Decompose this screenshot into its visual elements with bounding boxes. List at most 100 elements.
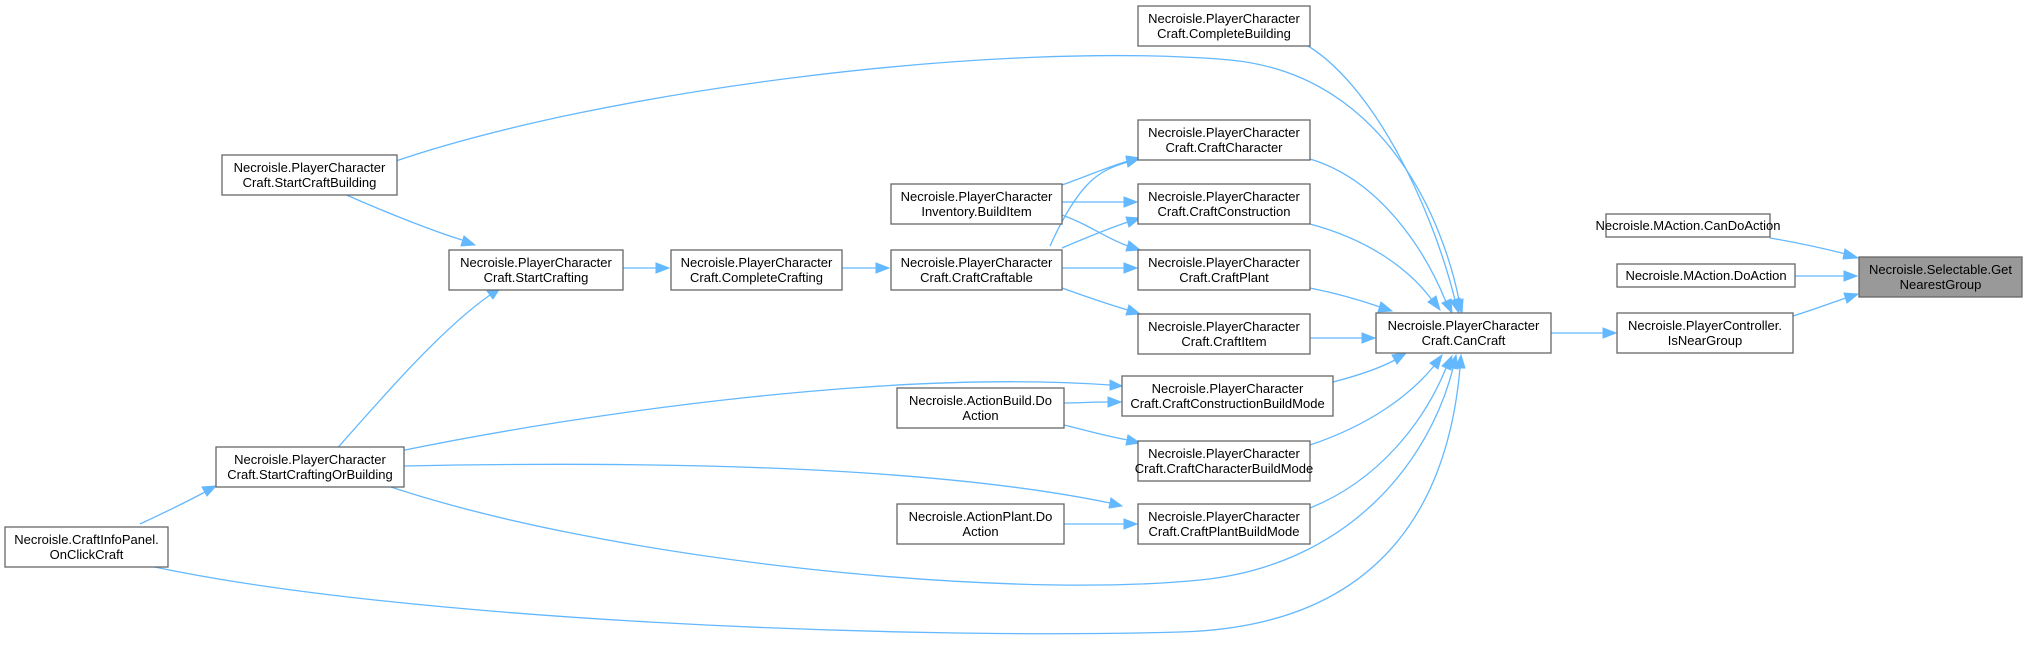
- node-box: [896, 387, 1065, 429]
- node-label-line: Necroisle.ActionBuild.Do: [909, 393, 1052, 408]
- node-label-line: Necroisle.PlayerCharacter: [901, 255, 1053, 270]
- node-box: [890, 249, 1063, 291]
- edge-action-build-to-craft-character-build-mode: [1063, 424, 1142, 446]
- node-label-line: Necroisle.PlayerCharacter: [681, 255, 833, 270]
- node-box: [1121, 375, 1334, 417]
- node-label-line: Craft.CanCraft: [1422, 333, 1506, 348]
- node-craft-craftable[interactable]: Necroisle.PlayerCharacterCraft.CraftCraf…: [890, 249, 1063, 291]
- node-label-line: Craft.CraftPlantBuildMode: [1148, 524, 1299, 539]
- edge-craft-craftable-to-craft-construction: [1061, 216, 1142, 249]
- node-craft-character[interactable]: Necroisle.PlayerCharacterCraft.CraftChar…: [1137, 119, 1311, 161]
- edge-start-crafting-or-building-to-can-craft: [375, 353, 1459, 586]
- node-on-click-craft[interactable]: Necroisle.CraftInfoPanel.OnClickCraft: [4, 526, 169, 568]
- node-box: [1858, 256, 2023, 298]
- node-label-line: Craft.CraftCharacterBuildMode: [1135, 461, 1313, 476]
- node-label-line: Craft.CraftCraftable: [920, 270, 1033, 285]
- node-craft-plant-build-mode[interactable]: Necroisle.PlayerCharacterCraft.CraftPlan…: [1137, 503, 1311, 545]
- node-label-line: Craft.CraftCharacter: [1165, 140, 1283, 155]
- edge-complete-building-to-can-craft: [1302, 42, 1461, 315]
- edge-craft-item-to-can-craft: [1310, 332, 1377, 344]
- edge-craft-character-build-mode-to-can-craft: [1309, 353, 1443, 446]
- edge-craft-character-to-can-craft: [1309, 158, 1453, 315]
- node-box: [1616, 312, 1794, 354]
- node-label-line: Necroisle.PlayerCharacter: [1148, 446, 1300, 461]
- node-label-line: OnClickCraft: [50, 547, 124, 562]
- node-label-line: Necroisle.PlayerController.: [1628, 318, 1782, 333]
- node-label-line: Craft.CraftConstruction: [1158, 204, 1291, 219]
- node-do-action[interactable]: Necroisle.MAction.DoAction: [1616, 263, 1796, 288]
- node-label-line: Necroisle.PlayerCharacter: [901, 189, 1053, 204]
- node-action-build-do-action[interactable]: Necroisle.ActionBuild.DoAction: [896, 387, 1065, 429]
- node-complete-building[interactable]: Necroisle.PlayerCharacterCraft.CompleteB…: [1137, 5, 1311, 47]
- edge-on-click-craft-to-can-craft: [149, 353, 1466, 635]
- node-craft-construction-build-mode[interactable]: Necroisle.PlayerCharacterCraft.CraftCons…: [1121, 375, 1334, 417]
- edge-craft-craftable-to-craft-plant: [1062, 262, 1139, 274]
- node-box: [1137, 503, 1311, 545]
- edge-action-plant-to-craft-plant-build-mode: [1064, 518, 1139, 530]
- node-label-line: Necroisle.MAction.DoAction: [1625, 268, 1786, 283]
- edge-can-craft-to-is-near-group: [1551, 327, 1618, 339]
- node-craft-construction[interactable]: Necroisle.PlayerCharacterCraft.CraftCons…: [1137, 183, 1311, 225]
- node-label-line: Necroisle.PlayerCharacter: [1148, 509, 1300, 524]
- edge-do-action-to-get-nearest-group: [1795, 270, 1859, 282]
- node-complete-crafting[interactable]: Necroisle.PlayerCharacterCraft.CompleteC…: [670, 249, 843, 291]
- node-label-line: Craft.CraftItem: [1181, 334, 1266, 349]
- node-label-line: Necroisle.PlayerCharacter: [1148, 125, 1300, 140]
- edge-build-item-to-craft-character: [1061, 155, 1142, 186]
- node-craft-character-build-mode[interactable]: Necroisle.PlayerCharacterCraft.CraftChar…: [1135, 440, 1313, 482]
- node-label-line: Necroisle.PlayerCharacter: [1388, 318, 1540, 333]
- edge-craft-construction-build-mode-to-can-craft: [1332, 352, 1408, 383]
- node-label-line: Craft.CompleteBuilding: [1157, 26, 1291, 41]
- node-box: [1137, 119, 1311, 161]
- node-label-line: Necroisle.PlayerCharacter: [1152, 381, 1304, 396]
- node-box: [1137, 440, 1311, 482]
- node-box: [448, 249, 624, 291]
- node-box: [1137, 313, 1311, 355]
- node-can-do-action[interactable]: Necroisle.MAction.CanDoAction: [1596, 213, 1781, 238]
- edge-build-item-to-craft-plant: [1061, 214, 1142, 252]
- node-label-line: Necroisle.PlayerCharacter: [1148, 255, 1300, 270]
- edge-on-click-craft-to-start-crafting-or-building: [139, 485, 218, 525]
- node-box: [1137, 249, 1311, 291]
- edge-can-do-action-to-get-nearest-group: [1769, 237, 1860, 260]
- node-box: [215, 446, 405, 488]
- node-label-line: Necroisle.ActionPlant.Do: [909, 509, 1053, 524]
- node-start-craft-building[interactable]: Necroisle.PlayerCharacterCraft.StartCraf…: [221, 154, 398, 196]
- node-craft-plant[interactable]: Necroisle.PlayerCharacterCraft.CraftPlan…: [1137, 249, 1311, 291]
- node-label-line: NearestGroup: [1900, 277, 1982, 292]
- node-is-near-group[interactable]: Necroisle.PlayerController.IsNearGroup: [1616, 312, 1794, 354]
- node-box: [890, 183, 1063, 225]
- node-start-crafting[interactable]: Necroisle.PlayerCharacterCraft.StartCraf…: [448, 249, 624, 291]
- edge-complete-crafting-to-craft-craftable: [842, 262, 891, 274]
- node-start-crafting-or-building[interactable]: Necroisle.PlayerCharacterCraft.StartCraf…: [215, 446, 405, 488]
- node-label-line: Necroisle.PlayerCharacter: [1148, 189, 1300, 204]
- graph-nodes: Necroisle.Selectable.GetNearestGroupNecr…: [4, 5, 2023, 568]
- node-label-line: Craft.CraftPlant: [1179, 270, 1269, 285]
- node-box: [221, 154, 398, 196]
- edge-start-crafting-to-complete-crafting: [623, 262, 671, 274]
- node-build-item[interactable]: Necroisle.PlayerCharacterInventory.Build…: [890, 183, 1063, 225]
- node-label-line: Action: [962, 408, 998, 423]
- node-label-line: Necroisle.PlayerCharacter: [1148, 11, 1300, 26]
- node-label-line: Necroisle.PlayerCharacter: [234, 452, 386, 467]
- edge-start-crafting-or-building-to-start-crafting: [333, 287, 502, 453]
- edge-is-near-group-to-get-nearest-group: [1792, 292, 1860, 317]
- node-label-line: Action: [962, 524, 998, 539]
- node-label-line: Craft.StartCraftBuilding: [243, 175, 377, 190]
- edge-start-crafting-or-building-to-craft-plant-build-mode: [403, 463, 1124, 509]
- node-box: [1605, 213, 1771, 238]
- node-action-plant-do-action[interactable]: Necroisle.ActionPlant.DoAction: [896, 503, 1065, 545]
- node-label-line: Necroisle.Selectable.Get: [1869, 262, 2012, 277]
- node-box: [1137, 183, 1311, 225]
- node-box: [1137, 5, 1311, 47]
- node-label-line: Craft.CraftConstructionBuildMode: [1130, 396, 1324, 411]
- edge-build-item-to-craft-construction: [1062, 196, 1139, 208]
- node-box: [670, 249, 843, 291]
- node-label-line: Craft.StartCrafting: [484, 270, 589, 285]
- node-label-line: Necroisle.MAction.CanDoAction: [1596, 218, 1781, 233]
- edge-action-build-to-craft-construction-build-mode: [1063, 396, 1123, 408]
